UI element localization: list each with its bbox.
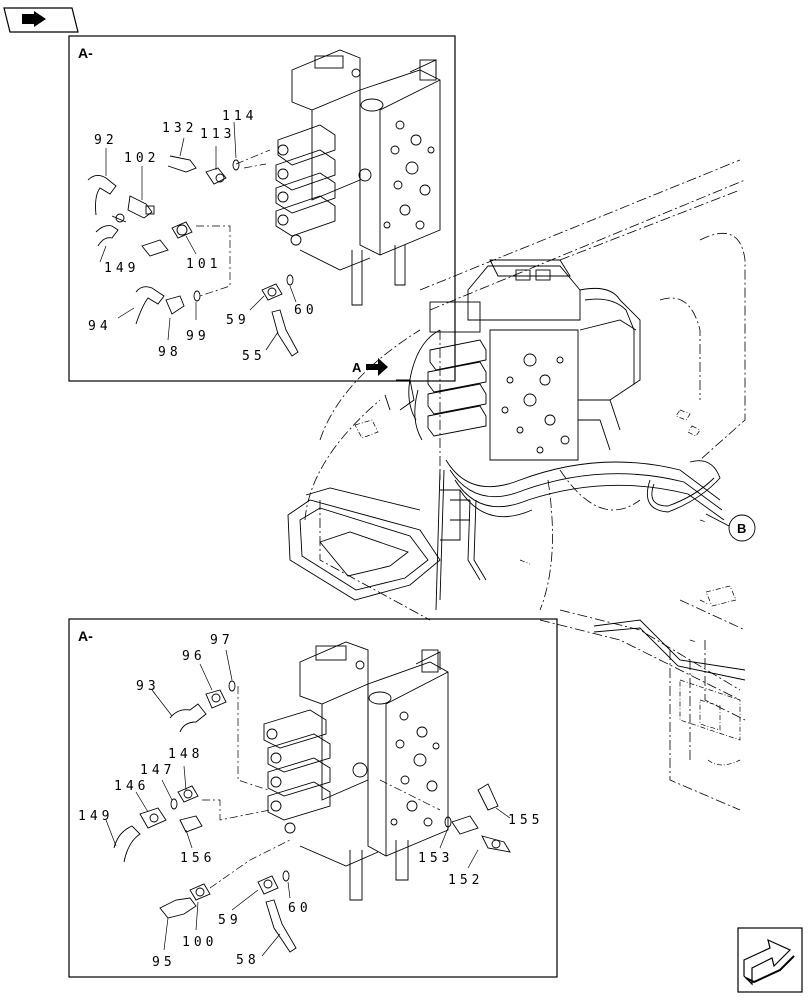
part-label: 148 [168,747,203,762]
part-label: 101 [186,257,221,272]
part-label: 102 [124,151,159,166]
next-page-arrow-icon[interactable] [737,927,803,993]
part-label: 155 [508,813,543,828]
part-label: 156 [180,851,215,866]
part-labels-top: 114 132 113 92 102 149 101 94 98 99 59 6… [88,109,318,364]
machine-overview [287,159,756,811]
part-label: 113 [200,127,235,142]
callout-a: A [352,360,362,375]
fittings-bottom [113,680,511,953]
detail-frame-bottom: A- [68,618,558,978]
part-labels-bottom: 97 96 93 148 147 146 149 156 155 153 152… [78,633,543,970]
book-arrow-icon[interactable] [3,7,79,33]
part-label: 152 [448,873,483,888]
detail-frame-title: A- [78,628,93,644]
part-label: 93 [136,679,160,694]
part-label: 59 [218,913,242,928]
control-valve [275,49,441,306]
part-label: 147 [140,763,175,778]
part-label: 94 [88,319,112,334]
control-valve [263,641,449,901]
part-label: 132 [162,121,197,136]
part-label: 149 [78,809,113,824]
part-label: 96 [182,649,206,664]
part-label: 95 [152,955,176,970]
part-label: 58 [236,953,260,968]
leader-lines-bottom [105,649,511,957]
detail-frame-top: A- [68,35,456,382]
part-label: 92 [94,133,118,148]
part-label: 100 [182,935,217,950]
part-label: 146 [114,779,149,794]
callout-b: B [737,521,746,536]
part-label: 55 [242,349,266,364]
part-label: 153 [418,851,453,866]
leader-lines-top [99,121,297,351]
part-label: 60 [288,901,312,916]
part-label: 114 [222,109,257,124]
part-label: 149 [104,261,139,276]
detail-frame-title: A- [78,45,93,61]
part-label: 99 [186,329,210,344]
fittings-top [87,155,299,357]
part-label: 60 [294,303,318,318]
part-label: 97 [210,633,234,648]
part-label: 59 [226,313,250,328]
part-label: 98 [158,345,182,360]
